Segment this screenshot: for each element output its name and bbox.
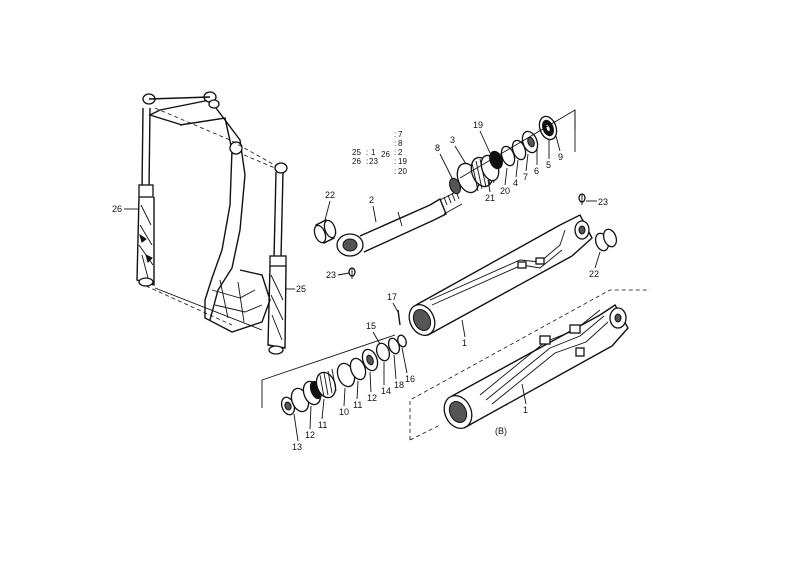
cylinder-tube-main <box>408 193 618 337</box>
legend-col-20: 20 <box>398 167 407 176</box>
svg-text::: : <box>394 148 396 157</box>
callout-9: 9 <box>558 152 563 162</box>
callout-17: 17 <box>387 292 397 302</box>
callout-6: 6 <box>534 166 539 176</box>
legend-col-2: 2 <box>398 148 403 157</box>
legend-row2-b: 23 <box>369 157 378 166</box>
svg-text::: : <box>366 148 368 157</box>
callout-15: 15 <box>366 321 376 331</box>
variant-label: (B) <box>495 426 507 436</box>
callout-1-variant: 1 <box>523 405 528 415</box>
callout-12-a: 12 <box>367 393 377 403</box>
cross-reference-table: 25 : 1 26 : 23 : 7 : 8 26 : 2 : 19 : 20 <box>352 130 407 176</box>
callout-20: 20 <box>500 186 510 196</box>
callout-14: 14 <box>381 386 391 396</box>
legend-col-26: 26 <box>381 150 390 159</box>
callout-13: 13 <box>292 442 302 452</box>
svg-text::: : <box>394 167 396 176</box>
svg-text::: : <box>394 130 396 139</box>
callout-10: 10 <box>339 407 349 417</box>
callout-7: 7 <box>523 172 528 182</box>
svg-text::: : <box>394 157 396 166</box>
callout-11-b: 11 <box>318 420 327 430</box>
callout-8: 8 <box>435 143 440 153</box>
callout-2: 2 <box>369 195 374 205</box>
piston-rod-assembly <box>313 109 576 279</box>
callout-12-b: 12 <box>305 430 315 440</box>
svg-text::: : <box>394 139 396 148</box>
gland-seal-parts <box>261 309 407 416</box>
callout-19: 19 <box>473 120 483 130</box>
callout-5: 5 <box>546 160 551 170</box>
legend-row2-a: 26 <box>352 157 361 166</box>
callout-1-main: 1 <box>462 338 467 348</box>
cylinder-tube-variant-b <box>409 289 650 441</box>
callout-18: 18 <box>394 380 404 390</box>
callout-23-right: 23 <box>598 197 608 207</box>
callout-22-left: 22 <box>325 190 335 200</box>
legend-col-19: 19 <box>398 157 407 166</box>
callout-23-left: 23 <box>326 270 336 280</box>
legend-col-8: 8 <box>398 139 403 148</box>
callout-25: 25 <box>296 284 306 294</box>
callout-21: 21 <box>485 193 495 203</box>
callout-4: 4 <box>513 178 518 188</box>
legend-row1-b: 1 <box>371 148 376 157</box>
callout-16: 16 <box>405 374 415 384</box>
boom-assembly <box>136 91 288 355</box>
legend-row1-a: 25 <box>352 148 361 157</box>
callout-3: 3 <box>450 135 455 145</box>
legend-col-7: 7 <box>398 130 403 139</box>
bushing-22-left <box>313 219 337 244</box>
callouts: 22 2 23 8 3 19 21 20 4 7 6 5 9 23 22 1 1 <box>292 120 608 452</box>
callout-11-a: 11 <box>353 400 362 410</box>
svg-text::: : <box>366 157 368 166</box>
callout-26: 26 <box>112 204 122 214</box>
callout-22-right: 22 <box>589 269 599 279</box>
